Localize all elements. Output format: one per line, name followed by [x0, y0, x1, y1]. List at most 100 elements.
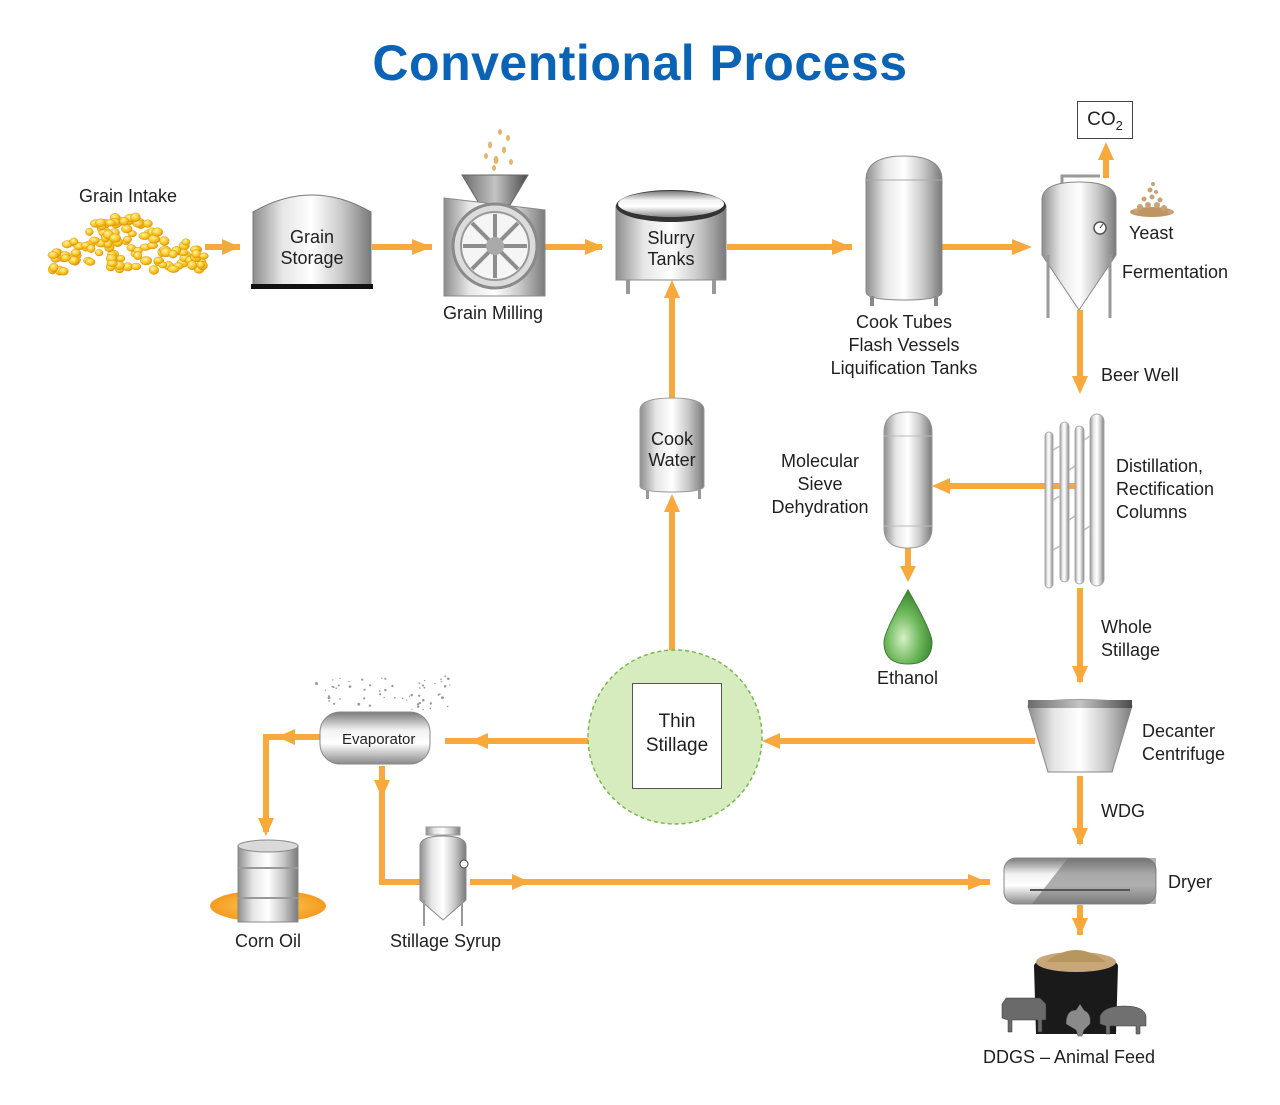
- corn-kernel: [106, 259, 118, 267]
- evaporator-label: Evaporator: [342, 731, 416, 748]
- arrowhead: [374, 780, 390, 798]
- steam-dot: [381, 677, 383, 679]
- decanter-centrifuge-icon: [1027, 699, 1133, 773]
- cook-tubes-label-line1: Cook Tubes: [855, 312, 953, 332]
- corn-kernel: [196, 260, 205, 269]
- corn-kernel: [123, 235, 132, 244]
- cook-water-label: Cook Water: [640, 429, 704, 471]
- arrowhead: [664, 280, 680, 298]
- ethanol-label: Ethanol: [877, 668, 939, 688]
- steam-dot: [315, 682, 318, 686]
- corn-kernel: [89, 236, 100, 245]
- stillage-syrup-tank-icon: [419, 826, 469, 926]
- steam-dot: [328, 700, 331, 702]
- steam-dot: [337, 684, 340, 687]
- corn-kernel: [94, 218, 107, 227]
- steam-dot: [422, 709, 424, 711]
- corn-kernel: [151, 227, 164, 237]
- grain-intake-label: Grain Intake: [79, 186, 178, 206]
- corn-kernel: [168, 249, 178, 259]
- steam-dot: [417, 705, 420, 708]
- co2-box: CO2: [1077, 101, 1133, 139]
- cook-water-tank-icon: [639, 397, 705, 499]
- arrowhead: [585, 239, 604, 255]
- arrowhead: [664, 494, 680, 512]
- steam-dot: [410, 693, 414, 697]
- steam-dot: [339, 677, 341, 680]
- thin-stillage-label-line2: Stillage: [645, 735, 709, 756]
- corn-kernel: [159, 236, 170, 246]
- whole-stillage-label-line2: Stillage: [1101, 640, 1161, 660]
- corn-kernel: [109, 233, 121, 243]
- steam-dot: [368, 704, 372, 707]
- grain-storage-icon: [251, 194, 373, 289]
- arrowhead: [470, 733, 488, 749]
- grain-storage-label: Grain Storage: [253, 227, 371, 269]
- corn-kernel: [85, 258, 96, 266]
- cook-tubes-label-line2: Flash Vessels: [848, 335, 960, 355]
- cook-tubes-label: Cook Tubes Flash Vessels Liquification T…: [814, 311, 994, 380]
- slurry-tanks-label-line2: Tanks: [647, 249, 695, 269]
- steam-dot: [383, 696, 385, 699]
- co2-label: CO: [1087, 109, 1116, 130]
- steam-dot: [429, 702, 433, 705]
- corn-kernel: [148, 265, 160, 275]
- molecular-sieve-label-line1: Molecular: [780, 451, 860, 471]
- steam-dot: [332, 679, 334, 681]
- steam-dot: [408, 695, 410, 697]
- arrowhead: [277, 729, 295, 745]
- co2-subscript: 2: [1115, 117, 1123, 133]
- steam-dot: [384, 677, 387, 680]
- steam-dot: [361, 678, 364, 681]
- arrowhead: [968, 874, 988, 890]
- arrowhead: [222, 239, 240, 255]
- steam-dot: [443, 685, 447, 688]
- dryer-label: Dryer: [1168, 872, 1212, 892]
- steam-dot: [447, 677, 450, 681]
- corn-kernel: [181, 238, 191, 246]
- steam-dot: [357, 702, 361, 706]
- decanter-centrifuge-label: Decanter Centrifuge: [1142, 720, 1225, 766]
- steam-dot: [424, 679, 426, 682]
- corn-kernel: [60, 254, 71, 262]
- corn-kernel: [86, 244, 96, 253]
- arrowhead: [832, 239, 852, 255]
- steam-dot: [411, 708, 413, 710]
- yeast-pile-icon: [1130, 182, 1174, 217]
- corn-kernel: [198, 252, 209, 260]
- fermentation-label: Fermentation: [1122, 262, 1229, 282]
- flow-evap-cornoil: [263, 734, 320, 832]
- steam-particles: [315, 675, 451, 711]
- corn-pile-icon: [47, 212, 209, 276]
- steam-dot: [440, 678, 442, 681]
- grain-mill-icon: [443, 129, 546, 297]
- decanter-label-line2: Centrifuge: [1142, 744, 1226, 764]
- stillage-syrup-label: Stillage Syrup: [390, 931, 502, 951]
- steam-dot: [421, 684, 424, 687]
- corn-kernel: [119, 217, 129, 226]
- corn-kernel: [167, 265, 180, 273]
- steam-dot: [348, 681, 350, 683]
- corn-oil-barrel-icon: [210, 839, 326, 923]
- steam-dot: [434, 682, 436, 685]
- slurry-tank-icon: [615, 190, 727, 294]
- arrowhead: [1072, 918, 1088, 936]
- steam-dot: [423, 686, 426, 689]
- flow-evap-syrup: [379, 766, 420, 885]
- corn-kernel: [58, 267, 69, 276]
- arrowhead: [512, 874, 530, 890]
- steam-dot: [418, 701, 421, 705]
- steam-dot: [339, 698, 341, 700]
- steam-dot: [379, 693, 382, 696]
- corn-kernel: [47, 251, 59, 259]
- animal-silhouettes-icon: [1001, 997, 1147, 1037]
- slurry-tanks-label-line1: Slurry: [647, 228, 695, 248]
- steam-dot: [369, 684, 372, 687]
- flow-arrowheads: [222, 142, 1114, 936]
- cook-tube-tank-icon: [865, 155, 943, 306]
- arrowhead: [1072, 828, 1088, 846]
- arrowhead: [900, 566, 916, 582]
- corn-kernel: [142, 219, 153, 228]
- arrowhead: [1098, 142, 1114, 160]
- steam-dot: [444, 675, 447, 677]
